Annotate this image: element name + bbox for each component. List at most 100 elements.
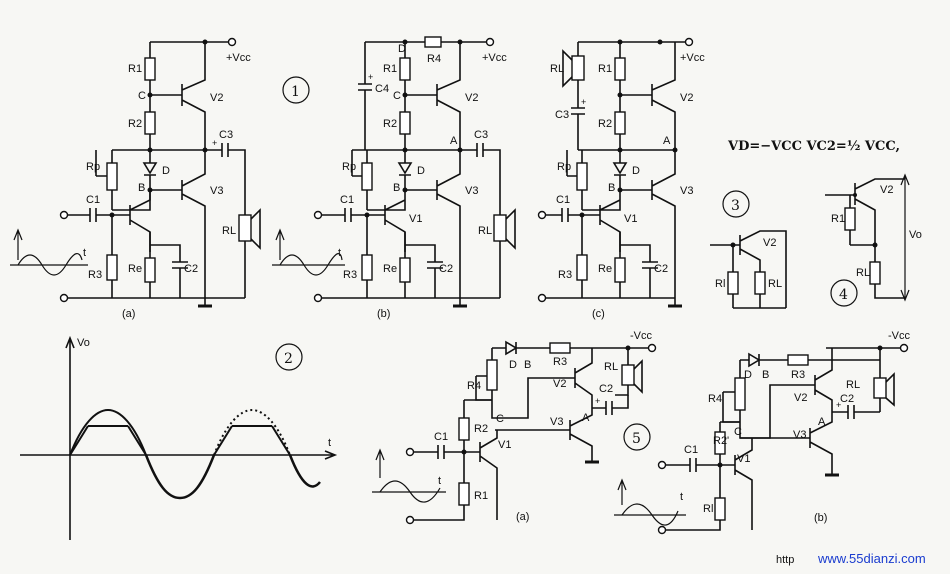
negvcc-label-5b: -Vcc — [888, 330, 911, 342]
v2-label-5a: V2 — [553, 378, 566, 390]
speaker-rl — [238, 214, 252, 242]
v2-label-3: V2 — [763, 237, 776, 249]
resistor-re-c — [614, 257, 626, 283]
resistor-r3 — [106, 254, 118, 281]
rl-label-3: Rl — [715, 278, 725, 290]
resistor-r3-5a — [549, 342, 571, 354]
b-label-5a: B — [524, 359, 531, 371]
node-a-c: A — [663, 135, 671, 147]
r4-label: R4 — [427, 53, 441, 65]
vo-label-4: Vo — [909, 229, 922, 241]
caption-c: (c) — [592, 308, 605, 320]
output-waveform: Vo t — [20, 335, 338, 540]
d-label-b2: D — [417, 165, 425, 177]
resistor-rl-3 — [727, 271, 739, 295]
node-b-c: B — [608, 182, 615, 194]
re-label: Re — [128, 263, 142, 275]
re-label-c: Re — [598, 263, 612, 275]
rp-label-c: Rp — [557, 161, 571, 173]
resistor-rl-4 — [869, 261, 881, 285]
c1-label-b: C1 — [340, 194, 354, 206]
v1-label-b: V1 — [409, 213, 422, 225]
vcc-label: +Vcc — [226, 52, 251, 64]
v1-label-c: V1 — [624, 213, 637, 225]
r1-label-5a: R1 — [474, 490, 488, 502]
c3-label-c: C3 — [555, 109, 569, 121]
v3-label-5a: V3 — [550, 416, 563, 428]
resistor-r2-b — [399, 111, 411, 135]
v3-label-c: V3 — [680, 185, 693, 197]
rl-label-5b: RL — [846, 379, 860, 391]
vcc-label-c: +Vcc — [680, 52, 705, 64]
caption-5a: (a) — [516, 511, 529, 523]
d-label-c: D — [632, 165, 640, 177]
resistor-r1-5a — [458, 482, 470, 506]
speaker-rl-5b — [873, 377, 887, 399]
v1-label-5a: V1 — [498, 439, 511, 451]
r1-label-b: R1 — [383, 63, 397, 75]
v1-label-5b: V1 — [737, 453, 750, 465]
resistor-r4 — [424, 36, 442, 48]
circuit-b: R4 +Vcc D C4 + R1 R2 C V2 A D B V3 C3 — [272, 36, 516, 320]
vo-axis-label: Vo — [77, 337, 90, 349]
r1-label: R1 — [128, 63, 142, 75]
resistor-r3-c — [576, 254, 588, 281]
resistor-load-3 — [754, 271, 766, 295]
c2-label-5b: C2 — [840, 393, 854, 405]
rl-label-4: RL — [856, 267, 870, 279]
node-c-b: C — [393, 90, 401, 102]
resistor-r3-b — [361, 254, 373, 281]
r2p-label-5b: R2' — [713, 435, 729, 447]
resistor-r1 — [144, 57, 156, 81]
r1-label-c: R1 — [598, 63, 612, 75]
node-c-label: C — [138, 90, 146, 102]
circuit-c: +Vcc RL C3 + R1 R2 V2 A D B V3 Rp V1 C — [537, 37, 705, 320]
resistor-r2-5b — [714, 431, 726, 455]
r2-label-b: R2 — [383, 118, 397, 130]
rp-label-b: Rp — [342, 161, 356, 173]
resistor-r1-4 — [844, 207, 856, 231]
c2-label: C2 — [184, 263, 198, 275]
t-label-5b: t — [680, 491, 683, 503]
v3-label-b: V3 — [465, 185, 478, 197]
c1-label-5a: C1 — [434, 431, 448, 443]
v2-label-5b: V2 — [794, 392, 807, 404]
r4-label-5a: R4 — [467, 380, 481, 392]
speaker-rl-b — [493, 214, 507, 242]
v3-label-5b: V3 — [793, 429, 806, 441]
speaker-rl-c — [571, 55, 585, 81]
node-b-b: B — [393, 182, 400, 194]
svg-text:+: + — [595, 396, 600, 406]
resistor-re-b — [399, 257, 411, 283]
d-label-5a: D — [509, 359, 517, 371]
v2-label-b: V2 — [465, 92, 478, 104]
r3-label-b: R3 — [343, 269, 357, 281]
pot-r4-5a — [486, 359, 498, 391]
vcc-terminal — [227, 37, 237, 47]
r3-label-c: R3 — [558, 269, 572, 281]
circuit-5a: D B R3 -Vcc RL V2 C2 + A R4 R2 C V3 V1 C… — [372, 330, 657, 525]
r3-label-5b: R3 — [791, 369, 805, 381]
rl-label-c: RL — [550, 63, 564, 75]
circuit-4: V2 R1 RL Vo — [825, 173, 922, 302]
t-label-b: t — [338, 247, 341, 259]
panel-number-5: 5 — [623, 423, 651, 451]
r3-label: R3 — [88, 269, 102, 281]
c2-label-c: C2 — [654, 263, 668, 275]
c1-label-c: C1 — [556, 194, 570, 206]
svg-text:1: 1 — [291, 84, 300, 100]
diode-label: D — [162, 165, 170, 177]
c2-label-5a: C2 — [599, 383, 613, 395]
watermark-site: www.55dianzi.com — [817, 551, 926, 566]
caption-b: (b) — [377, 308, 390, 320]
c1-label-5b: C1 — [684, 444, 698, 456]
resistor-r2-c — [614, 111, 626, 135]
r4-label-5b: R4 — [708, 393, 722, 405]
r2-label-c: R2 — [598, 118, 612, 130]
c2-label-b: C2 — [439, 263, 453, 275]
rp-label: Rp — [86, 161, 100, 173]
bias-formula: VD=−VCC VC2=½ VCC, — [727, 139, 900, 154]
pot-rp-c — [576, 162, 588, 191]
resistor-r1-5b — [714, 497, 726, 521]
